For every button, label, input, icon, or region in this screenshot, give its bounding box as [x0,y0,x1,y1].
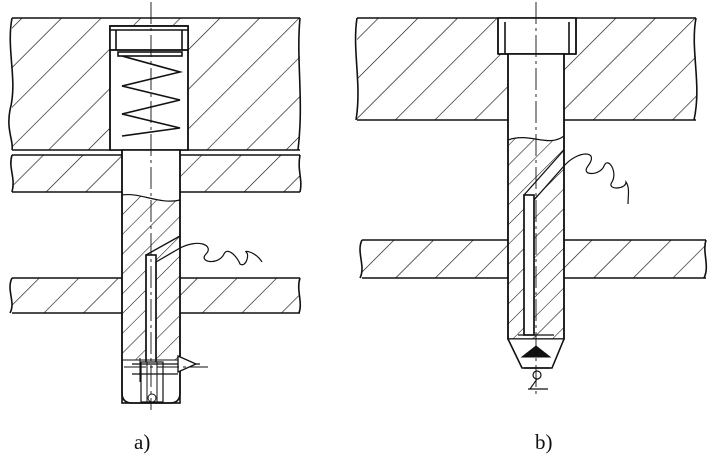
plug-screw-a [109,25,189,51]
spring-a [121,55,184,137]
figure-a [8,2,302,410]
wire-b [563,153,630,205]
figure-b [354,2,708,394]
figure-b-label: b) [535,430,553,454]
pin-head-b [497,17,577,55]
wire-a [179,242,263,266]
figure-a-label: a) [134,430,151,454]
centerline-a [124,2,208,410]
